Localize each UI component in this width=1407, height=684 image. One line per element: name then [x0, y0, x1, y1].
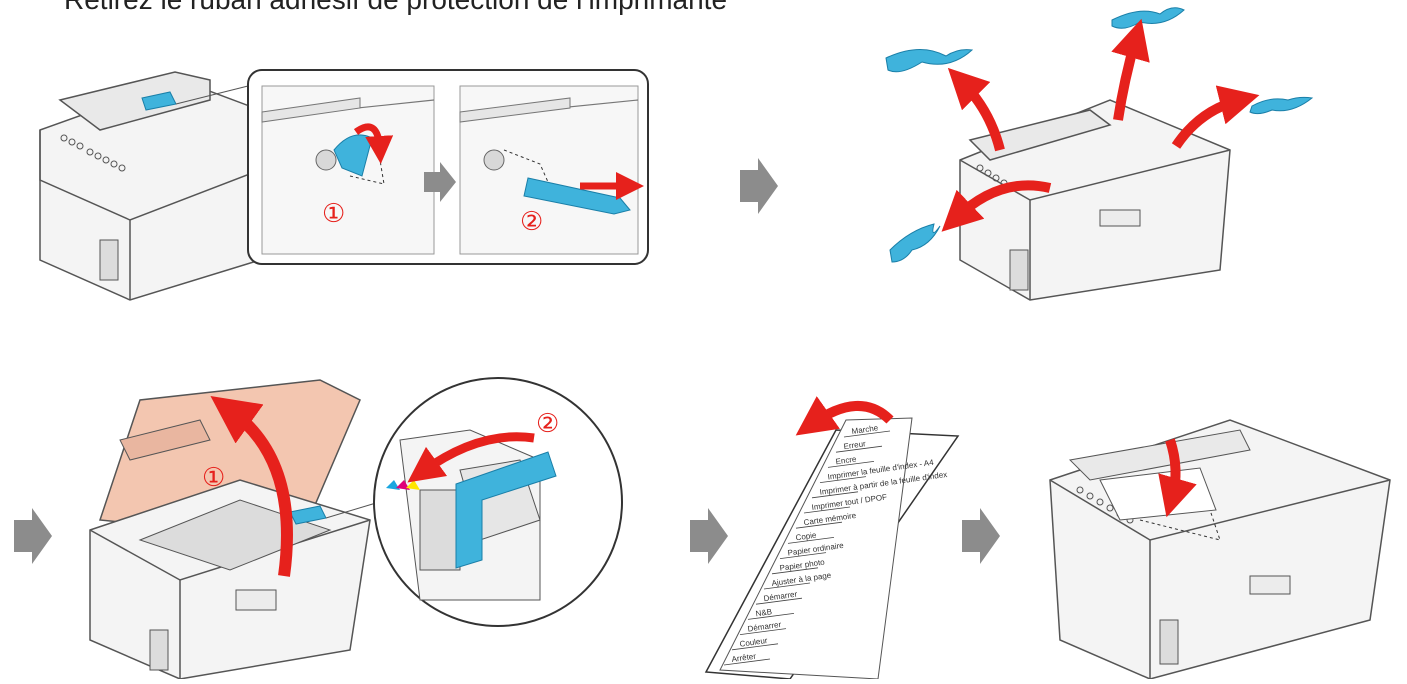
printer-drawing-1	[39, 71, 261, 301]
next-step-arrow-icon	[424, 162, 456, 202]
sticker-rule	[835, 445, 883, 453]
tape-strip-icon	[1249, 96, 1314, 115]
next-step-arrow-icon	[962, 508, 1000, 564]
lift-arrow-icon	[1111, 18, 1150, 121]
lift-arrow-icon	[353, 123, 394, 164]
step-marker-1: ①	[202, 463, 225, 493]
sticker-rule	[747, 613, 795, 620]
page-title: Retirez le ruban adhésif de protection d…	[64, 0, 727, 16]
panel-place-sticker	[1049, 419, 1391, 680]
sticker-rule	[819, 476, 867, 483]
lift-arrow-icon	[947, 67, 1005, 152]
sticker-label: Encre	[835, 454, 857, 466]
sticker-rule	[779, 552, 827, 559]
sticker-rule	[763, 582, 811, 590]
sticker-rule	[795, 521, 843, 529]
inset-step-1: ①	[261, 85, 435, 255]
tape-strip-icon	[889, 223, 941, 263]
sticker-rule	[843, 430, 891, 438]
lift-arrow-icon	[941, 180, 1052, 232]
sticker-rule	[731, 643, 779, 651]
sticker-label: N&B	[755, 607, 773, 618]
sticker-rule	[755, 597, 803, 605]
printer-drawing-2	[959, 99, 1231, 301]
tape-strip-icon	[455, 451, 557, 569]
sticker-rule	[811, 491, 859, 499]
lift-arrow-icon	[210, 396, 293, 577]
sticker-rule	[827, 461, 875, 468]
step-marker-1: ①	[322, 199, 345, 229]
next-step-arrow-icon	[14, 508, 52, 564]
printer-drawing-3	[89, 379, 387, 680]
inset-step-2: ②	[459, 85, 644, 255]
lift-arrow-icon	[1158, 438, 1197, 518]
panel-open-scanner-unit: ① ②	[89, 377, 623, 680]
tape-strip-icon	[885, 48, 974, 73]
tape-strip-icon	[1111, 7, 1185, 29]
sticker-rule	[739, 628, 787, 635]
lift-arrow-icon	[407, 432, 535, 483]
next-step-arrow-icon	[740, 158, 778, 214]
panel-remove-lid-tape: ① ②	[39, 69, 649, 301]
sticker-label: Copie	[795, 530, 817, 542]
step-marker-2: ②	[520, 207, 543, 237]
lift-arrow-icon	[1171, 85, 1260, 149]
tape-strip-icon	[523, 177, 631, 215]
step-marker-2: ②	[536, 409, 559, 439]
sticker-rule	[803, 506, 851, 514]
sticker-label: Marche	[851, 423, 879, 436]
sticker-label: Erreur	[843, 439, 867, 451]
lift-arrow-icon	[795, 396, 894, 436]
sticker-label: Arrêter	[731, 652, 757, 664]
sticker-label: Couleur	[739, 636, 768, 649]
printer-drawing-5	[1049, 419, 1391, 680]
sticker-rule	[787, 537, 835, 544]
panel-remove-body-tapes	[885, 7, 1314, 301]
sticker-rule	[723, 658, 771, 666]
next-step-arrow-icon	[690, 508, 728, 564]
sticker-rule	[771, 567, 819, 575]
